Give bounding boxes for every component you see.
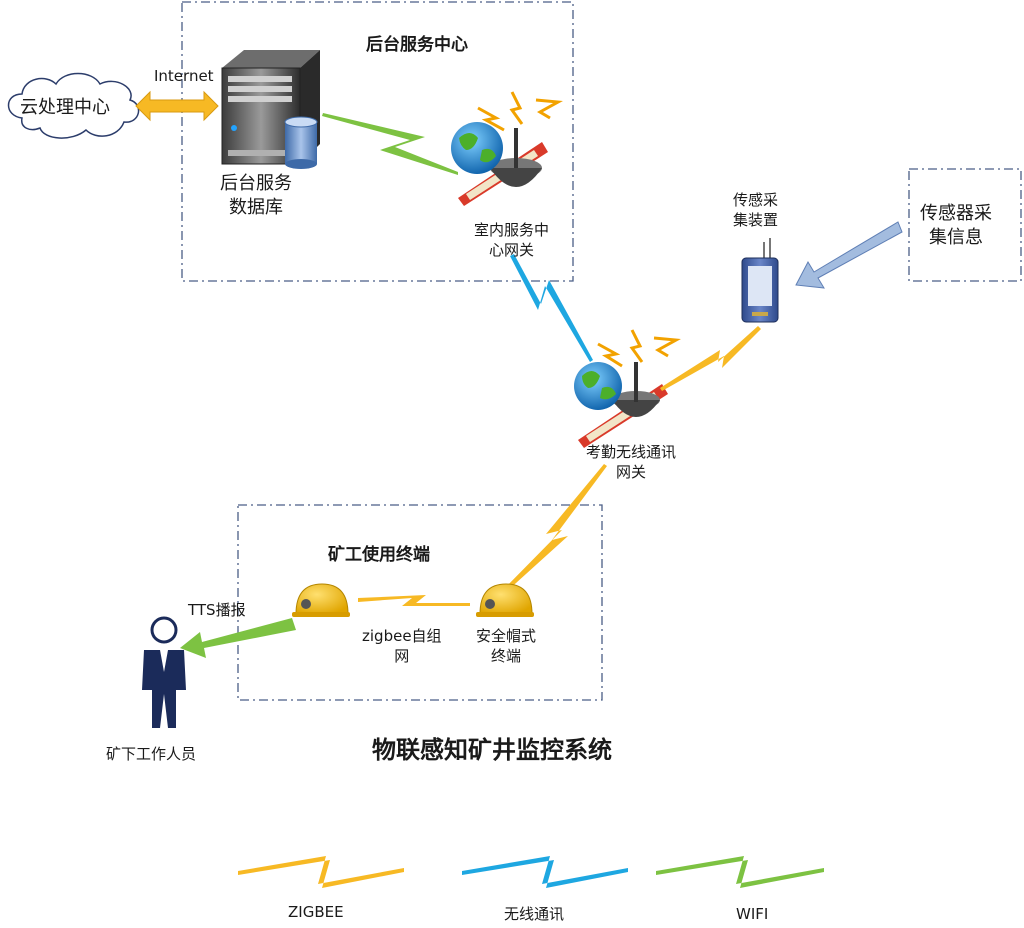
legend-wifi-label: WIFI [736,905,769,923]
tts-arrow [180,618,296,658]
sensor-info-label: 传感器采 集信息 [920,202,992,251]
cloud-icon [7,72,140,139]
zigbee-link-gateway-helmet [503,464,607,592]
legend-wifi-line [656,856,824,888]
attendance-gateway-label-line1: 考勤无线通讯 [586,443,677,461]
legend-zigbee-label: ZIGBEE [288,903,344,921]
backend-group-title: 后台服务中心 [366,35,468,55]
zigbee-link-sensor-gateway [660,326,761,391]
database-label-line2: 数据库 [229,197,283,219]
hardhat-icon [292,583,350,617]
sensor-device-icon [741,238,779,323]
hardhat-icon [476,583,534,617]
internet-arrow [135,90,219,122]
miner-group-title: 矿工使用终端 [328,545,430,565]
worker-icon [142,616,186,728]
cloud-label: 云处理中心 [20,97,110,118]
sensor-device-label-line1: 传感采 [733,191,779,209]
indoor-gateway-label-line2: 心网关 [489,241,535,260]
sensor-info-label-line2: 集信息 [929,227,983,249]
helmet-terminal-label: 安全帽式 终端 [476,626,536,667]
legend-wireless-label: 无线通讯 [504,905,565,923]
helmet-terminal-label-line1: 安全帽式 [476,627,537,645]
zigbee-mesh-label-line1: zigbee自组 [362,627,442,645]
database-label: 后台服务 数据库 [220,172,292,221]
zigbee-mesh-link [358,595,470,606]
sensor-info-arrow [795,221,903,289]
zigbee-mesh-label: zigbee自组 网 [362,626,442,667]
antenna-globe-icon [451,91,563,206]
wireless-link-gateways [510,254,593,362]
wifi-link-server-gateway [322,113,458,175]
internet-label: Internet [154,67,214,85]
database-cylinder-icon [284,116,318,169]
sensor-device-label-line2: 集装置 [733,211,779,230]
indoor-gateway-label-line1: 室内服务中 [474,221,550,239]
attendance-gateway-label: 考勤无线通讯 网关 [586,442,676,483]
database-label-line1: 后台服务 [220,173,292,194]
indoor-gateway-label: 室内服务中 心网关 [474,220,549,261]
worker-label: 矿下工作人员 [106,745,197,763]
zigbee-mesh-label-line2: 网 [394,647,410,666]
legend-wireless-line [462,856,628,888]
antenna-globe-icon [574,329,681,448]
tts-label: TTS播报 [188,601,246,619]
sensor-info-label-line1: 传感器采 [920,203,992,224]
diagram-title: 物联感知矿井监控系统 [372,735,612,764]
attendance-gateway-label-line2: 网关 [616,463,647,482]
sensor-info-frame [908,168,1022,282]
sensor-device-label: 传感采 集装置 [733,190,778,231]
backend-group-frame [181,1,574,282]
legend-zigbee-line [238,856,404,888]
miner-group-frame [237,504,603,701]
helmet-terminal-label-line2: 终端 [491,647,522,666]
